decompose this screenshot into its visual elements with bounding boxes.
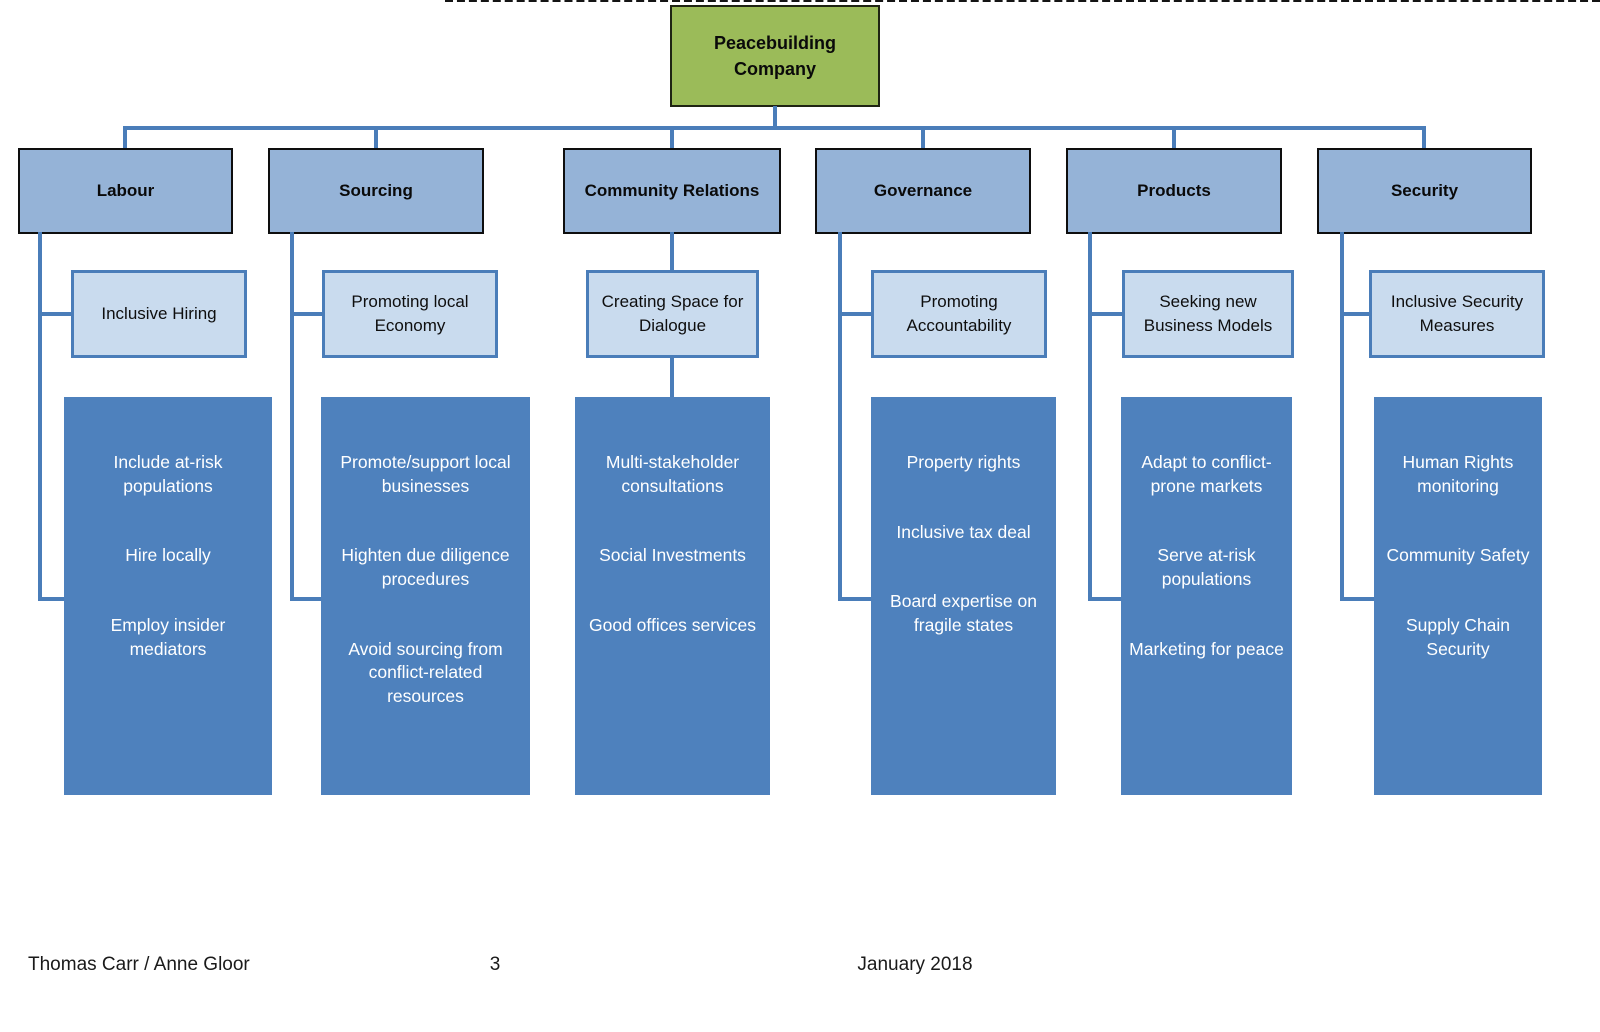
labour-header: Labour [18, 148, 233, 234]
action-item: Marketing for peace [1129, 638, 1284, 659]
governance-subtopic-label: Promoting Accountability [906, 292, 1012, 335]
action-item: Multi-stakeholder consultations [605, 452, 740, 496]
action-item: Adapt to conflict-prone markets [1141, 452, 1272, 496]
footer-authors: Thomas Carr / Anne Gloor [28, 954, 250, 975]
sourcing-actions-box: Promote/support local businesses Highten… [321, 397, 530, 795]
community-relations-header: Community Relations [563, 148, 781, 234]
connector-stub-security [1422, 128, 1426, 148]
governance-actions-box: Property rights Inclusive tax deal Board… [871, 397, 1056, 795]
products-actions-box: Adapt to conflict-prone markets Serve at… [1121, 397, 1292, 795]
root-node-label: Peacebuilding Company [713, 32, 837, 79]
security-connector-vline [1340, 232, 1344, 601]
connector-horizontal-rail [123, 126, 1426, 130]
governance-header: Governance [815, 148, 1031, 234]
labour-header-label: Labour [96, 181, 155, 200]
action-item: Inclusive tax deal [896, 521, 1031, 542]
sourcing-header: Sourcing [268, 148, 484, 234]
sourcing-connector-vline [290, 232, 294, 601]
action-item: Good offices services [589, 614, 756, 635]
products-connector-sub-stub [1088, 312, 1125, 316]
governance-connector-vline [838, 232, 842, 601]
action-item: Supply Chain Security [1405, 614, 1511, 659]
action-item: Social Investments [599, 545, 746, 566]
security-header-label: Security [1390, 181, 1459, 200]
action-item: Promote/support local businesses [340, 452, 511, 496]
security-actions-box: Human Rights monitoring Community Safety… [1374, 397, 1542, 795]
root-node: Peacebuilding Company [670, 5, 880, 107]
security-connector-sub-stub [1340, 312, 1372, 316]
community-relations-actions-box: Multi-stakeholder consultations Social I… [575, 397, 770, 795]
security-subtopic: Inclusive Security Measures [1369, 270, 1545, 358]
footer-date: January 2018 [857, 954, 973, 975]
action-item: Include at-risk populations [113, 452, 223, 496]
community-relations-connector-top [670, 232, 674, 272]
connector-stub-labour [123, 128, 127, 148]
sourcing-connector-sub-stub [290, 312, 325, 316]
connector-stub-governance [921, 128, 925, 148]
products-connector-detail-stub [1088, 597, 1124, 601]
community-relations-connector-bottom [670, 356, 674, 399]
security-header: Security [1317, 148, 1532, 234]
governance-connector-detail-stub [838, 597, 874, 601]
action-item: Serve at-risk populations [1157, 545, 1256, 589]
action-item: Board expertise on fragile states [890, 591, 1037, 635]
products-header: Products [1066, 148, 1282, 234]
sourcing-subtopic: Promoting local Economy [322, 270, 498, 358]
community-relations-header-label: Community Relations [584, 181, 760, 200]
action-item: Employ insider mediators [110, 614, 226, 659]
products-subtopic-label: Seeking new Business Models [1143, 292, 1273, 335]
connector-root-stub [773, 106, 777, 126]
security-subtopic-label: Inclusive Security Measures [1390, 292, 1524, 335]
action-item: Community Safety [1386, 545, 1530, 566]
action-item: Hire locally [125, 545, 211, 566]
governance-header-label: Governance [873, 181, 973, 200]
top-dashed-border [445, 0, 1600, 2]
security-connector-detail-stub [1340, 597, 1378, 601]
footer-page-number: 3 [489, 954, 501, 975]
sourcing-header-label: Sourcing [339, 181, 413, 200]
connector-stub-sourcing [374, 128, 378, 148]
action-item: Property rights [906, 452, 1021, 472]
community-relations-subtopic: Creating Space for Dialogue [586, 270, 759, 358]
connector-stub-products [1172, 128, 1176, 148]
products-subtopic: Seeking new Business Models [1122, 270, 1294, 358]
sourcing-connector-detail-stub [290, 597, 324, 601]
governance-connector-sub-stub [838, 312, 874, 316]
labour-connector-detail-stub [38, 597, 68, 601]
labour-subtopic: Inclusive Hiring [71, 270, 247, 358]
community-relations-subtopic-label: Creating Space for Dialogue [601, 292, 744, 335]
action-item: Human Rights monitoring [1402, 452, 1514, 496]
connector-stub-community-relations [670, 128, 674, 148]
sourcing-subtopic-label: Promoting local Economy [351, 292, 469, 335]
action-item: Highten due diligence procedures [341, 545, 510, 589]
labour-actions-box: Include at-risk populations Hire locally… [64, 397, 272, 795]
labour-connector-sub-stub [38, 312, 74, 316]
labour-subtopic-label: Inclusive Hiring [101, 304, 217, 324]
action-item: Avoid sourcing from conflict-related res… [348, 638, 503, 706]
labour-connector-vline [38, 232, 42, 601]
products-header-label: Products [1137, 181, 1211, 200]
governance-subtopic: Promoting Accountability [871, 270, 1047, 358]
products-connector-vline [1088, 232, 1092, 601]
